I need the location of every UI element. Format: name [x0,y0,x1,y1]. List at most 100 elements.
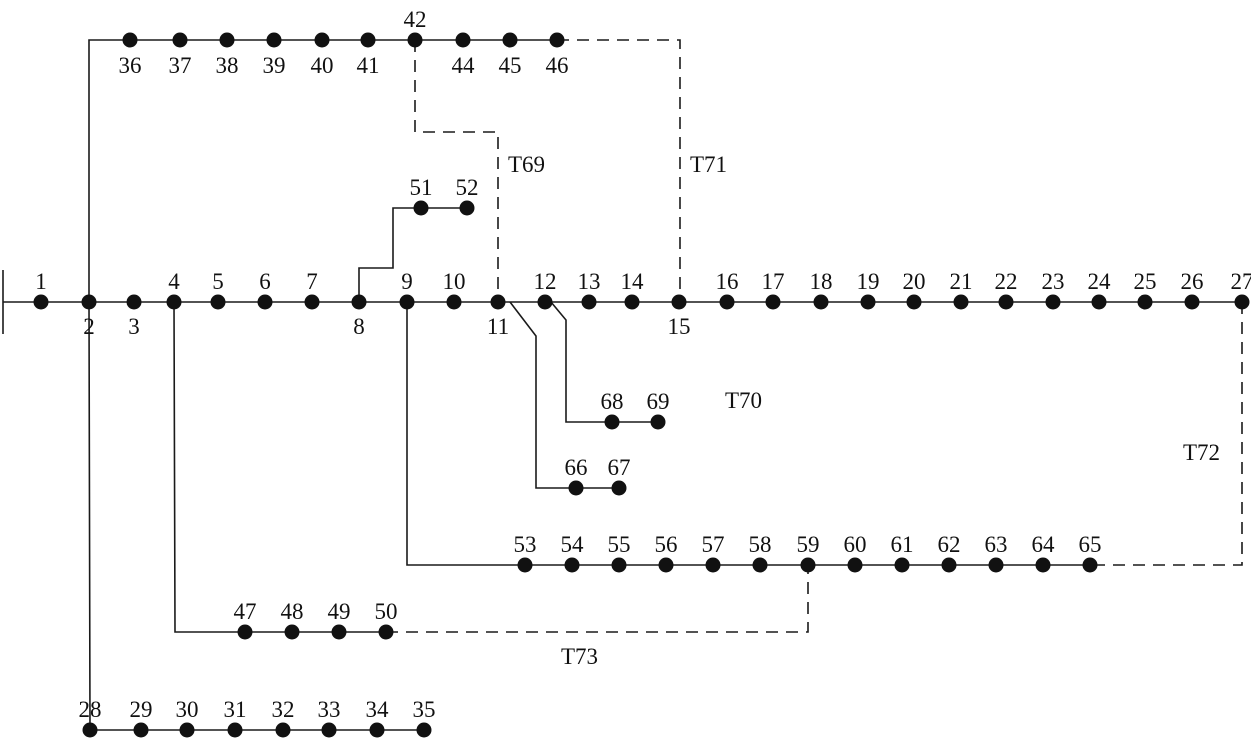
bus-node-26 [1184,294,1200,310]
bus-label-31: 31 [224,697,247,722]
bus-node-34 [369,722,385,738]
bus-node-59 [800,557,816,573]
bus-node-55 [611,557,627,573]
bus-node-11 [490,294,506,310]
bus-label-3: 3 [128,314,140,339]
bus-node-54 [564,557,580,573]
bus-label-29: 29 [130,697,153,722]
bus-label-25: 25 [1134,269,1157,294]
bus-label-46: 46 [546,53,569,78]
bus-label-41: 41 [357,53,380,78]
bus-node-9 [399,294,415,310]
bus-node-2 [81,294,97,310]
bus-node-32 [275,722,291,738]
bus-label-38: 38 [216,53,239,78]
bus-node-50 [378,624,394,640]
bus-nodes [33,32,1250,738]
bus-node-21 [953,294,969,310]
bus-node-67 [611,480,627,496]
bus-label-8: 8 [353,314,365,339]
bus-label-28: 28 [79,697,102,722]
bus-node-45 [502,32,518,48]
bus-node-12 [537,294,553,310]
bus-node-42 [407,32,423,48]
bus-label-35: 35 [413,697,436,722]
bus-label-11: 11 [487,314,509,339]
bus-node-35 [416,722,432,738]
tie-switch-label-t69: T69 [508,152,545,177]
bus-label-54: 54 [561,532,585,557]
feeder-segment [406,302,1090,566]
bus-label-30: 30 [176,697,199,722]
bus-node-48 [284,624,300,640]
bus-node-60 [847,557,863,573]
bus-label-14: 14 [621,269,645,294]
bus-node-33 [321,722,337,738]
feeder-segment [88,301,424,731]
bus-node-44 [455,32,471,48]
bus-label-5: 5 [212,269,224,294]
bus-node-69 [650,414,666,430]
bus-label-67: 67 [608,455,631,480]
bus-node-46 [549,32,565,48]
bus-label-22: 22 [995,269,1018,294]
bus-label-57: 57 [702,532,725,557]
bus-label-50: 50 [375,599,398,624]
feeder-segment [173,301,386,633]
bus-node-8 [351,294,367,310]
bus-label-16: 16 [716,269,739,294]
bus-label-47: 47 [234,599,257,624]
bus-node-20 [906,294,922,310]
bus-node-68 [604,414,620,430]
tie-line [386,565,809,633]
bus-node-57 [705,557,721,573]
bus-node-61 [894,557,910,573]
bus-label-52: 52 [456,175,479,200]
bus-label-15: 15 [668,314,691,339]
bus-label-64: 64 [1032,532,1056,557]
bus-node-3 [126,294,142,310]
bus-node-31 [227,722,243,738]
bus-label-62: 62 [938,532,961,557]
bus-label-66: 66 [565,455,588,480]
bus-node-65 [1082,557,1098,573]
bus-label-53: 53 [514,532,537,557]
bus-label-42: 42 [404,7,427,32]
bus-label-12: 12 [534,269,557,294]
bus-node-40 [314,32,330,48]
bus-label-6: 6 [259,269,271,294]
bus-node-66 [568,480,584,496]
bus-node-24 [1091,294,1107,310]
bus-node-64 [1035,557,1051,573]
bus-label-23: 23 [1042,269,1065,294]
bus-label-40: 40 [311,53,334,78]
tie-switch-label-t73: T73 [561,644,598,669]
bus-node-19 [860,294,876,310]
tie-switch-label-t71: T71 [690,152,727,177]
bus-label-49: 49 [328,599,351,624]
bus-label-56: 56 [655,532,678,557]
feeder-segment [88,39,557,302]
bus-label-34: 34 [366,697,390,722]
bus-node-41 [360,32,376,48]
bus-label-36: 36 [119,53,142,78]
feeder-lines [2,39,1242,731]
bus-label-20: 20 [903,269,926,294]
bus-label-45: 45 [499,53,522,78]
bus-label-58: 58 [749,532,772,557]
bus-node-17 [765,294,781,310]
bus-label-48: 48 [281,599,304,624]
tie-line [414,40,499,302]
bus-node-63 [988,557,1004,573]
bus-node-1 [33,294,49,310]
bus-label-32: 32 [272,697,295,722]
bus-node-49 [331,624,347,640]
bus-node-14 [624,294,640,310]
bus-node-13 [581,294,597,310]
bus-label-60: 60 [844,532,867,557]
bus-node-27 [1234,294,1250,310]
bus-label-1: 1 [35,269,47,294]
bus-label-21: 21 [950,269,973,294]
bus-node-52 [459,200,475,216]
